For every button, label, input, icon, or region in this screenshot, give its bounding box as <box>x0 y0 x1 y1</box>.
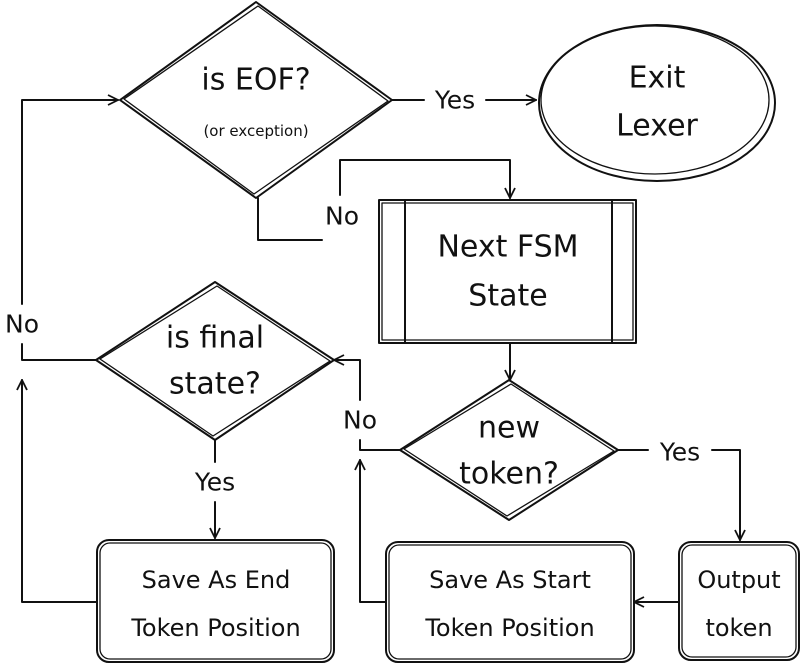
node-save-start-line1: Save As Start <box>429 566 591 594</box>
node-save-start-box <box>385 541 635 663</box>
node-new-token-diamond <box>399 379 619 521</box>
node-is-final-state: is final state? <box>95 281 335 441</box>
edge-newtoken-no: No <box>333 360 401 451</box>
node-save-end-sketch <box>99 542 332 660</box>
edge-eof-no-label: No <box>325 202 359 231</box>
node-is-final-state-sketch <box>99 285 331 437</box>
edge-final-no-label: No <box>5 310 39 339</box>
edge-eof-yes-label: Yes <box>434 86 475 115</box>
node-new-token-line1: new <box>478 411 540 446</box>
edge-savestart-up <box>360 459 387 603</box>
edge-newtoken-yes-label: Yes <box>659 438 700 467</box>
node-output-token-sketch <box>681 544 797 658</box>
node-output-token-line1: Output <box>697 566 780 594</box>
node-new-token-sketch <box>403 383 615 517</box>
edge-saveend-up <box>22 379 98 603</box>
node-save-start-line2: Token Position <box>424 614 594 642</box>
edge-eof-no-line-a <box>257 197 323 241</box>
edge-final-no-line-a <box>21 343 97 361</box>
edge-final-no-line-b <box>21 100 119 305</box>
edge-newtoken-no-line-b <box>333 360 361 401</box>
node-is-eof-diamond <box>119 1 393 199</box>
node-save-start-sketch <box>388 544 632 660</box>
node-is-eof-sublabel: (or exception) <box>203 122 308 140</box>
edge-newtoken-no-line-a <box>359 439 401 451</box>
node-new-token: new token? <box>399 379 619 521</box>
node-output-token-line2: token <box>705 614 772 642</box>
node-next-fsm-state-sketch <box>381 202 634 341</box>
node-is-final-state-line1: is final <box>166 321 264 356</box>
node-next-fsm-state-box <box>378 199 637 344</box>
edge-eof-yes: Yes <box>391 86 537 115</box>
node-new-token-line2: token? <box>459 457 559 492</box>
node-is-eof-sketch <box>123 5 389 195</box>
node-is-final-state-line2: state? <box>169 367 261 402</box>
node-exit-lexer-ellipse <box>538 24 776 182</box>
node-save-end-box <box>96 539 335 663</box>
node-output-token: Output token <box>678 541 800 661</box>
node-next-fsm-state: Next FSM State <box>378 199 637 344</box>
edge-newtoken-no-label: No <box>343 406 377 435</box>
node-exit-lexer-line1: Exit <box>629 61 686 96</box>
edge-final-yes: Yes <box>194 439 235 539</box>
node-exit-lexer-sketch <box>540 25 770 175</box>
node-output-token-box <box>678 541 800 661</box>
node-is-eof: is EOF? (or exception) <box>119 1 393 199</box>
edge-newtoken-yes-line-b <box>711 449 740 541</box>
edge-final-yes-label: Yes <box>194 468 235 497</box>
node-exit-lexer-line2: Lexer <box>616 109 698 144</box>
node-next-fsm-state-line2: State <box>468 279 547 314</box>
node-is-final-state-diamond <box>95 281 335 441</box>
node-save-end-line2: Token Position <box>130 614 300 642</box>
node-save-end-line1: Save As End <box>142 566 291 594</box>
node-save-start: Save As Start Token Position <box>385 541 635 663</box>
node-next-fsm-state-line1: Next FSM <box>437 230 578 265</box>
edge-final-no: No <box>5 100 119 361</box>
node-exit-lexer: Exit Lexer <box>538 24 776 182</box>
edge-eof-no: No <box>257 159 510 241</box>
edge-newtoken-yes: Yes <box>617 438 740 541</box>
edge-savestart-up-line <box>360 459 387 603</box>
node-is-eof-label: is EOF? <box>201 63 310 98</box>
edge-saveend-up-line <box>22 379 98 603</box>
node-save-end: Save As End Token Position <box>96 539 335 663</box>
edge-eof-no-line-b <box>339 159 510 199</box>
